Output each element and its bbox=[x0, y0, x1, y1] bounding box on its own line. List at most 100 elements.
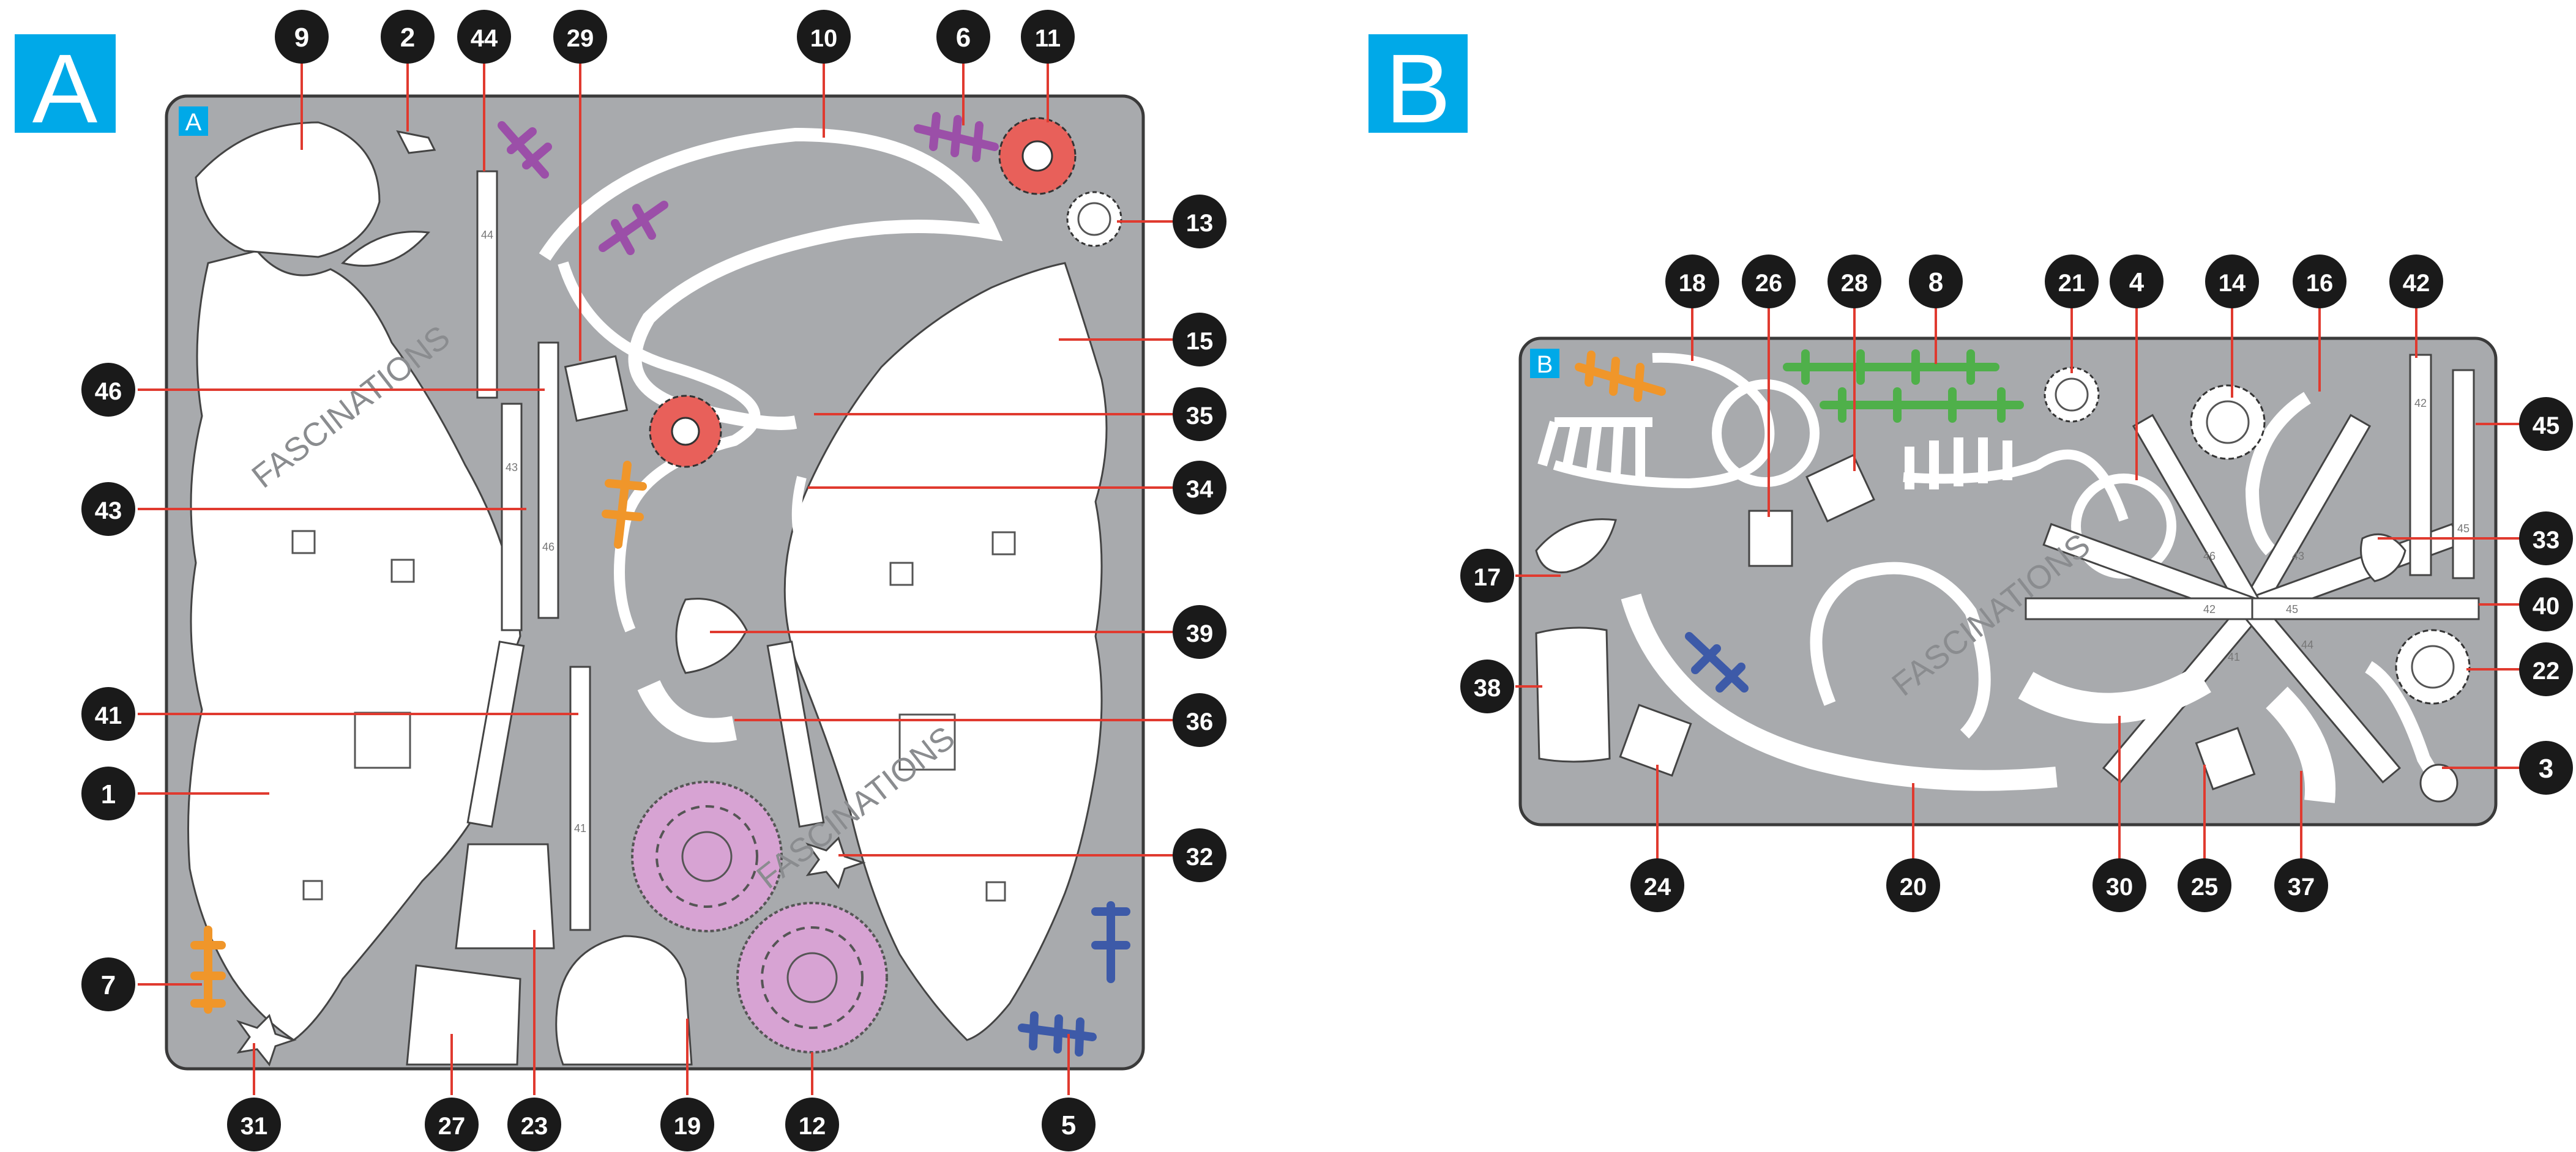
badge-37: 37 bbox=[2274, 858, 2328, 912]
sheet-b-label: B bbox=[1537, 351, 1553, 378]
badge-21: 21 bbox=[2045, 255, 2099, 308]
piece-43-mark: 43 bbox=[506, 461, 518, 474]
badge-17: 17 bbox=[1460, 549, 1514, 603]
purple-connector bbox=[498, 121, 552, 179]
wing-slot bbox=[889, 562, 914, 586]
svg-text:12: 12 bbox=[799, 1113, 826, 1140]
piece-19-shape bbox=[555, 935, 693, 1066]
piece-7-connector bbox=[190, 926, 226, 1014]
badge-8: 8 bbox=[1909, 255, 1963, 308]
piece-18-ribcage bbox=[1537, 352, 1820, 489]
svg-text:44: 44 bbox=[471, 25, 498, 52]
piece-21-gear bbox=[2044, 366, 2100, 423]
piece-13-gear bbox=[1066, 191, 1122, 247]
svg-text:15: 15 bbox=[1186, 328, 1214, 355]
piece-2-shape bbox=[396, 130, 436, 154]
piece-41-strip bbox=[569, 666, 591, 931]
wing-left-piece bbox=[187, 250, 521, 1041]
green-connector bbox=[1820, 387, 2024, 423]
wing-slot bbox=[991, 531, 1016, 556]
wing-slot bbox=[291, 530, 316, 554]
badge-23: 23 bbox=[507, 1098, 561, 1151]
badge-15: 15 bbox=[1173, 313, 1226, 366]
svg-text:30: 30 bbox=[2106, 874, 2134, 901]
badge-40: 40 bbox=[2519, 578, 2573, 631]
panel-b: B B bbox=[1368, 34, 2498, 827]
sheet-b-label-badge bbox=[1530, 349, 1559, 378]
piece-46-mark: 46 bbox=[2203, 550, 2216, 562]
svg-text:27: 27 bbox=[438, 1113, 466, 1140]
badge-22: 22 bbox=[2519, 642, 2573, 696]
piece-27-shape bbox=[406, 964, 521, 1066]
piece-30-shape bbox=[2018, 666, 2211, 724]
panel-b-strip-marks: 44 41 43 46 bbox=[2203, 550, 2313, 663]
badge-38: 38 bbox=[1460, 660, 1514, 713]
piece-32-disc bbox=[631, 781, 783, 932]
piece-10-shape bbox=[539, 127, 1003, 430]
piece-41-mark: 41 bbox=[2228, 651, 2240, 663]
wing-right-piece bbox=[783, 262, 1108, 1041]
orange-connector bbox=[1575, 351, 1666, 402]
badge-19: 19 bbox=[660, 1098, 714, 1151]
badge-46: 46 bbox=[81, 363, 135, 417]
badge-7: 7 bbox=[81, 957, 135, 1011]
piece-number-badges: 9 2 44 29 10 6 11 13 15 35 34 39 36 32 5… bbox=[81, 10, 2573, 1151]
orange-connector bbox=[602, 461, 647, 549]
svg-text:39: 39 bbox=[1186, 620, 1214, 647]
piece-28-shape bbox=[1805, 454, 1875, 522]
svg-text:5: 5 bbox=[1061, 1110, 1076, 1140]
svg-text:32: 32 bbox=[1186, 844, 1214, 871]
piece-43-mark: 43 bbox=[2292, 550, 2304, 562]
badge-29: 29 bbox=[553, 10, 607, 64]
wing-slot bbox=[898, 713, 956, 771]
piece-23-shape bbox=[455, 843, 555, 949]
svg-text:22: 22 bbox=[2533, 658, 2560, 685]
piece-37-shape bbox=[2266, 686, 2336, 803]
svg-text:19: 19 bbox=[674, 1113, 701, 1140]
badge-4: 4 bbox=[2110, 255, 2163, 308]
piece-34-shape bbox=[791, 476, 865, 650]
piece-2b-shape bbox=[341, 231, 430, 267]
badge-5: 5 bbox=[1042, 1098, 1096, 1151]
piece-8-connector bbox=[1783, 349, 1999, 385]
badge-35: 35 bbox=[1173, 387, 1226, 441]
svg-text:14: 14 bbox=[2219, 270, 2246, 297]
badge-30: 30 bbox=[2093, 858, 2146, 912]
piece-5-connector bbox=[1018, 1011, 1097, 1057]
badge-26: 26 bbox=[1742, 255, 1796, 308]
svg-text:33: 33 bbox=[2533, 527, 2560, 554]
piece-35-shape bbox=[558, 261, 761, 633]
piece-20-head bbox=[1810, 562, 1991, 739]
svg-text:29: 29 bbox=[567, 25, 594, 52]
svg-text:17: 17 bbox=[1474, 564, 1501, 591]
badge-3: 3 bbox=[2519, 741, 2573, 795]
svg-text:16: 16 bbox=[2306, 270, 2334, 297]
svg-text:7: 7 bbox=[101, 970, 116, 1000]
svg-text:35: 35 bbox=[1186, 403, 1214, 429]
svg-text:9: 9 bbox=[294, 23, 309, 53]
piece-16-shape bbox=[2245, 392, 2311, 556]
badge-27: 27 bbox=[425, 1098, 479, 1151]
strip-left-lower bbox=[466, 641, 525, 828]
piece-35-gear bbox=[649, 395, 722, 468]
badge-32: 32 bbox=[1173, 828, 1226, 882]
svg-text:3: 3 bbox=[2539, 754, 2553, 784]
svg-text:26: 26 bbox=[1755, 270, 1783, 297]
piece-45-strip bbox=[2452, 369, 2475, 579]
svg-text:2: 2 bbox=[400, 23, 415, 53]
svg-text:46: 46 bbox=[95, 378, 122, 405]
callout-lines bbox=[138, 56, 2528, 1095]
sheet-a-label: A bbox=[185, 109, 202, 136]
badge-16: 16 bbox=[2293, 255, 2346, 308]
piece-20-shape bbox=[1621, 593, 2058, 791]
piece-42-strip bbox=[2409, 354, 2432, 576]
radial-strips bbox=[2025, 414, 2480, 784]
panel-a: A A 44 46 43 4 bbox=[15, 34, 1145, 1071]
piece-22-gear bbox=[2395, 629, 2471, 705]
piece-31-shape bbox=[236, 1014, 297, 1067]
svg-text:34: 34 bbox=[1186, 476, 1214, 503]
svg-text:45: 45 bbox=[2533, 412, 2560, 439]
piece-26-shape bbox=[1748, 510, 1793, 567]
badge-42: 42 bbox=[2389, 255, 2443, 308]
svg-text:40: 40 bbox=[2533, 593, 2560, 620]
